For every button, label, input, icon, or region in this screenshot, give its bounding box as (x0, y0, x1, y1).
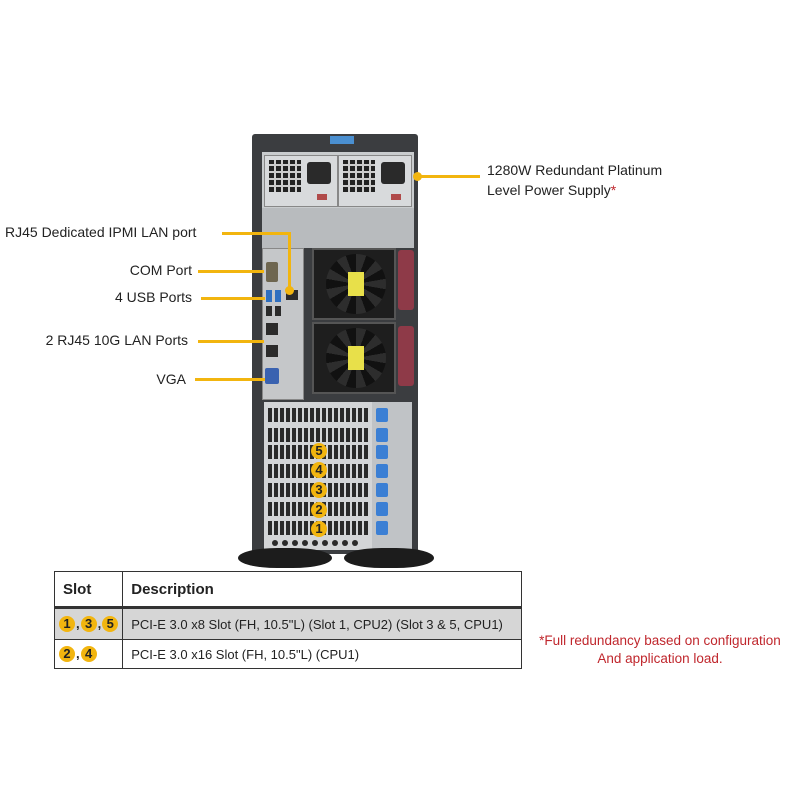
system-fan-2 (312, 322, 396, 394)
pci-clip (376, 445, 388, 459)
power-socket-icon (381, 162, 405, 184)
redundancy-note: *Full redundancy based on configuration … (532, 632, 788, 668)
vent-hole (292, 540, 298, 546)
lan-port (266, 345, 278, 357)
system-fan-1 (312, 248, 396, 320)
callout-lan: 2 RJ45 10G LAN Ports (45, 332, 188, 348)
callout-power-supply-line2: Level Power Supply (487, 182, 611, 198)
rear-panel (262, 208, 414, 248)
callout-power-supply-line1: 1280W Redundant Platinum (487, 162, 663, 178)
slot-badge: 2 (59, 646, 75, 662)
slot-number-5: 5 (311, 443, 327, 459)
table-row: 1,3,5 PCI-E 3.0 x8 Slot (FH, 10.5"L) (Sl… (53, 607, 522, 640)
vent-hole (352, 540, 358, 546)
fan-handle (398, 250, 414, 310)
vent-hole (312, 540, 318, 546)
table-header-row: Slot Description (53, 571, 522, 609)
power-supply-1 (264, 155, 338, 207)
callout-line-power (418, 175, 480, 178)
callout-line-ipmi (222, 232, 291, 235)
slot-badge: 1 (59, 616, 75, 632)
vent-hole (302, 540, 308, 546)
separator: , (76, 616, 80, 631)
header-slot: Slot (53, 571, 124, 609)
vga-port (265, 368, 279, 384)
psu-fan-grill (343, 160, 375, 192)
table-row: 2,4 PCI-E 3.0 x16 Slot (FH, 10.5"L) (CPU… (53, 639, 522, 669)
separator: , (97, 616, 102, 631)
chassis-badge (330, 136, 354, 144)
vent-hole (282, 540, 288, 546)
fan-warning-label (348, 272, 364, 296)
pci-clip (376, 483, 388, 497)
usb-port (275, 290, 281, 302)
psu-latch (391, 194, 401, 200)
pci-clip (376, 502, 388, 516)
callout-line-com (198, 270, 264, 273)
pci-slot-bracket (268, 408, 368, 422)
callout-line-lan (198, 340, 264, 343)
ipmi-lan-port (286, 290, 298, 300)
psu-latch (317, 194, 327, 200)
slot-badge: 4 (80, 646, 97, 662)
usb-port (275, 306, 281, 316)
callout-usb: 4 USB Ports (114, 289, 192, 305)
lan-port (266, 323, 278, 335)
callout-vga: VGA (156, 371, 186, 387)
separator: , (76, 646, 80, 661)
pci-slot-bracket (268, 428, 368, 442)
description-cell: PCI-E 3.0 x8 Slot (FH, 10.5"L) (Slot 1, … (122, 607, 522, 640)
psu-fan-grill (269, 160, 301, 192)
asterisk: * (610, 182, 617, 198)
vent-hole (332, 540, 338, 546)
callout-line-usb (201, 297, 265, 300)
chassis-foot-left (238, 548, 332, 568)
note-line2: And application load. (597, 651, 723, 666)
vent-hole (272, 540, 278, 546)
power-socket-icon (307, 162, 331, 184)
callout-vline-ipmi (288, 232, 291, 292)
callout-power-supply: 1280W Redundant Platinum Level Power Sup… (487, 160, 662, 200)
callout-dot-power (413, 172, 422, 181)
power-supply-2 (338, 155, 412, 207)
pci-clip (376, 428, 388, 442)
callout-line-vga (195, 378, 265, 381)
callout-dot-ipmi (285, 286, 294, 295)
callout-ipmi: RJ45 Dedicated IPMI LAN port (5, 224, 197, 240)
pci-clip (376, 408, 388, 422)
usb-port (266, 306, 272, 316)
usb-port (266, 290, 272, 302)
slot-number-2: 2 (311, 502, 327, 518)
description-cell: PCI-E 3.0 x16 Slot (FH, 10.5"L) (CPU1) (122, 639, 522, 669)
vent-hole (342, 540, 348, 546)
pci-slot-table: Slot Description 1,3,5 PCI-E 3.0 x8 Slot… (53, 571, 522, 669)
fan-handle (398, 326, 414, 386)
slot-number-1: 1 (311, 521, 327, 537)
pci-clip (376, 464, 388, 478)
vent-hole (322, 540, 328, 546)
callout-com: COM Port (129, 262, 192, 278)
slot-cell: 1,3,5 (53, 607, 124, 640)
com-port (266, 262, 278, 282)
slot-number-3: 3 (311, 482, 327, 498)
slot-cell: 2,4 (53, 639, 124, 669)
fan-warning-label (348, 346, 364, 370)
header-description: Description (122, 571, 522, 609)
slot-badge: 5 (102, 616, 119, 632)
note-line1: *Full redundancy based on configuration (539, 633, 781, 648)
pci-clip (376, 521, 388, 535)
chassis-foot-right (344, 548, 434, 568)
slot-badge: 3 (80, 616, 97, 632)
slot-number-4: 4 (311, 462, 327, 478)
